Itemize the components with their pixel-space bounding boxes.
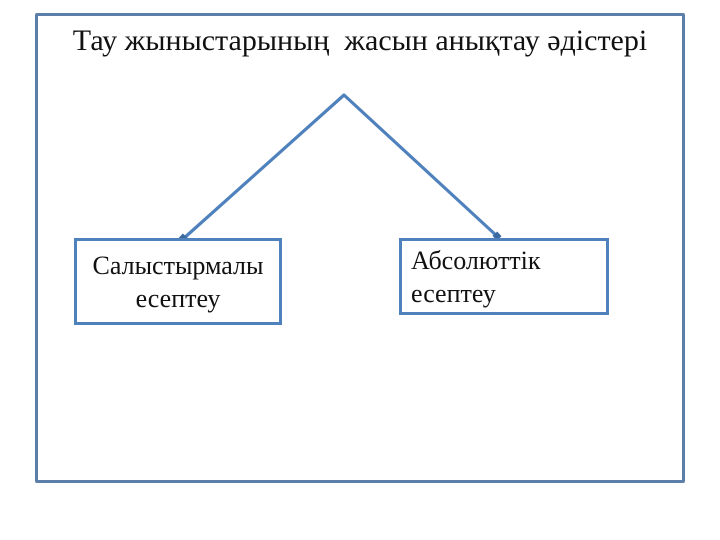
node-box-absolute: Абсолюттік есептеу — [399, 238, 609, 315]
node-label-absolute: Абсолюттік есептеу — [411, 245, 541, 308]
node-box-relative: Салыстырмалы есептеу — [74, 238, 282, 325]
node-label-relative: Салыстырмалы есептеу — [92, 250, 264, 313]
slide-title: Тау жыныстарының жасын анықтау әдістері — [72, 24, 648, 57]
